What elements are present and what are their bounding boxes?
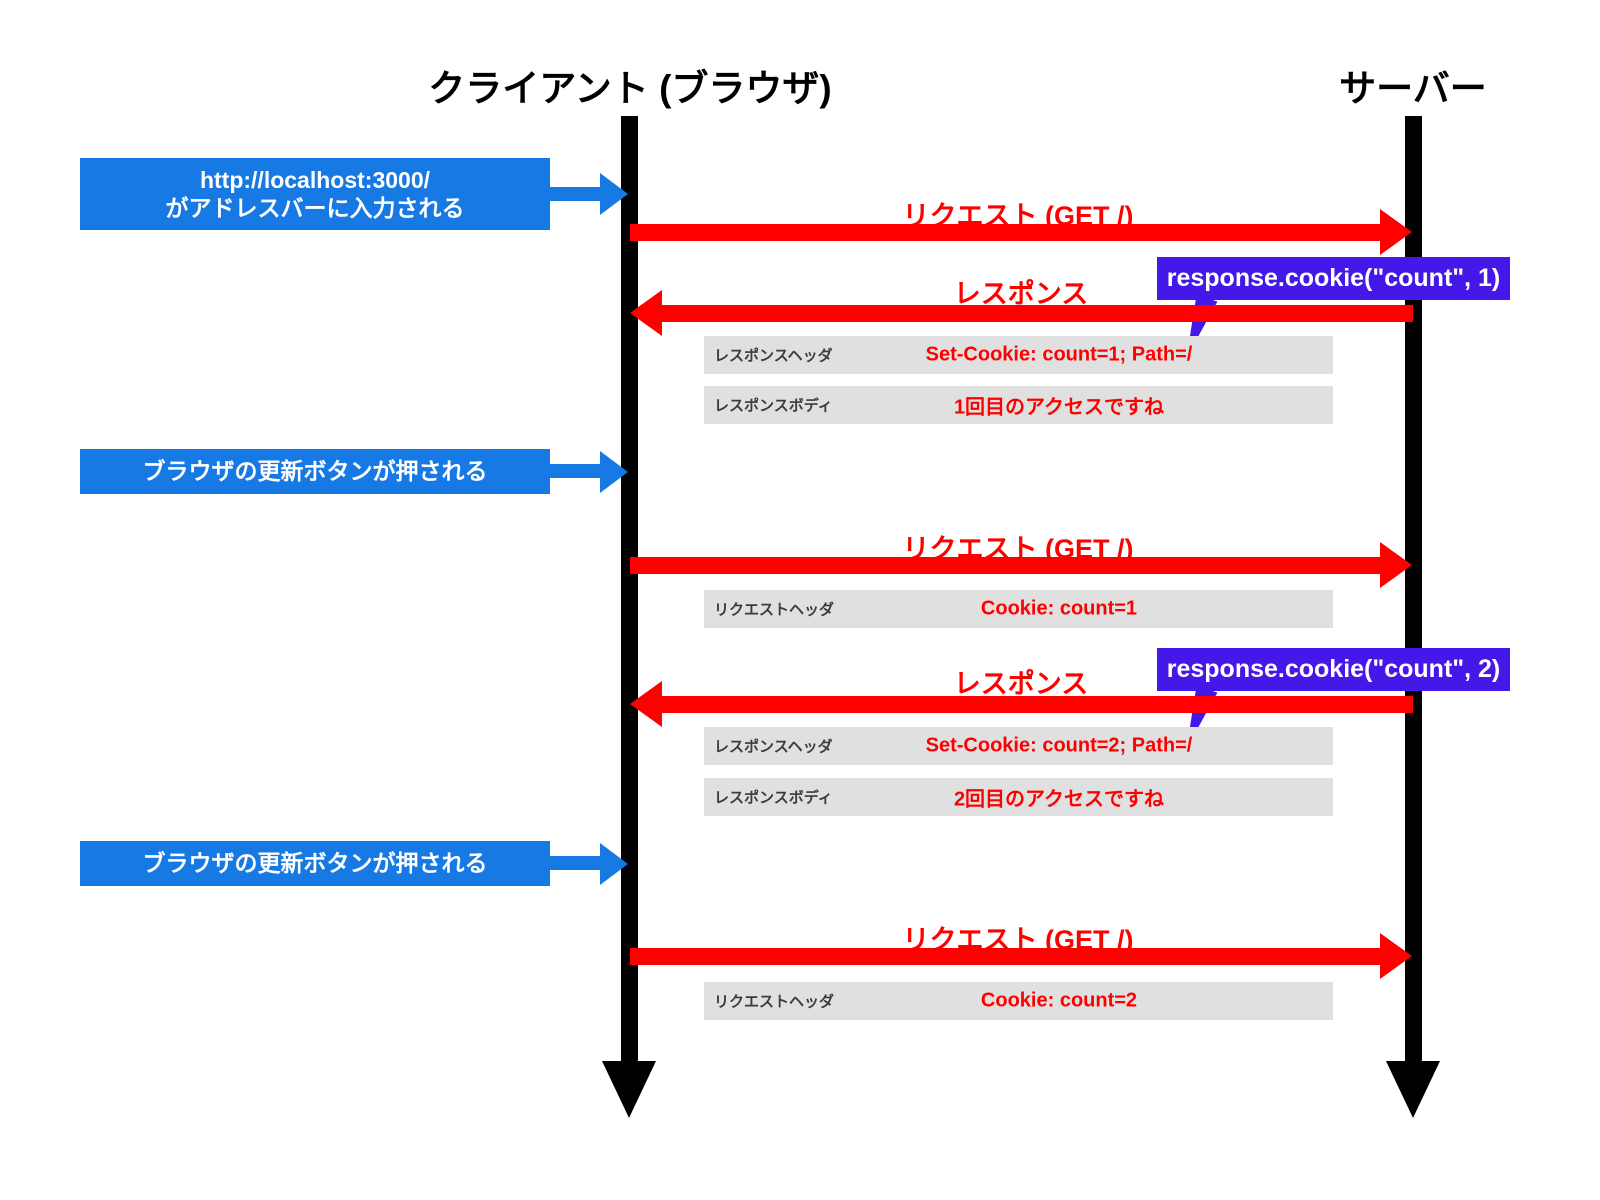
detail-row-label: レスポンスボディ [714,789,833,807]
actor-server-title: サーバー [1339,68,1487,109]
detail-row-value: Cookie: count=1 [980,597,1138,620]
detail-row-value: Set-Cookie: count=1; Path=/ [925,343,1193,366]
event-arrow-stem-2 [550,464,612,478]
detail-row-label: レスポンスヘッダ [714,347,833,365]
detail-row-value: Set-Cookie: count=2; Path=/ [925,734,1193,757]
message-arrowhead-request-3-icon [1380,933,1412,979]
lifeline-client-arrowhead-icon [602,1061,656,1118]
message-arrow-response-2 [662,696,1413,713]
detail-row-request-header-2: リクエストヘッダ Cookie: count=1 [704,590,1333,628]
message-arrowhead-response-2-icon [630,681,662,727]
detail-row-response-body-1: レスポンスボディ 1回目のアクセスですね [704,386,1333,424]
event-box-reload-1: ブラウザの更新ボタンが押される [80,449,550,494]
event-box-reload-1-label: ブラウザの更新ボタンが押される [142,458,488,485]
detail-row-value: 2回目のアクセスですね [953,788,1165,811]
message-arrowhead-request-2-icon [1380,542,1412,588]
callout-response-cookie-2: response.cookie("count", 2) [1157,648,1510,691]
event-arrow-stem-3 [550,856,612,870]
message-arrowhead-request-1-icon [1380,209,1412,255]
lifeline-server-arrowhead-icon [1386,1061,1440,1118]
detail-row-value: Cookie: count=2 [980,989,1138,1012]
event-box-reload-2: ブラウザの更新ボタンが押される [80,841,550,886]
callout-response-cookie-1: response.cookie("count", 1) [1157,257,1510,300]
message-arrow-request-2 [630,557,1382,574]
event-arrow-head-1-icon [600,173,628,215]
lifeline-server [1405,116,1422,1061]
event-arrow-head-2-icon [600,451,628,493]
detail-row-label: リクエストヘッダ [714,993,835,1011]
event-arrow-head-3-icon [600,843,628,885]
detail-row-label: レスポンスヘッダ [714,738,833,756]
event-box-url-line2: がアドレスバーに入力される [165,195,465,221]
event-box-reload-2-label: ブラウザの更新ボタンが押される [142,850,488,877]
detail-row-request-header-3: リクエストヘッダ Cookie: count=2 [704,982,1333,1020]
event-arrow-stem-1 [550,187,612,201]
message-arrow-request-1 [630,224,1382,241]
detail-row-label: リクエストヘッダ [714,601,835,619]
message-label-response-2: レスポンス [953,669,1089,699]
message-arrowhead-response-1-icon [630,290,662,336]
detail-row-response-body-2: レスポンスボディ 2回目のアクセスですね [704,778,1333,816]
event-box-url-line1: http://localhost:3000/ [199,166,431,193]
detail-row-value: 1回目のアクセスですね [953,396,1165,419]
message-label-response-1: レスポンス [953,279,1089,309]
lifeline-client [621,116,638,1061]
message-arrow-response-1 [662,305,1413,322]
detail-row-response-header-1: レスポンスヘッダ Set-Cookie: count=1; Path=/ [704,336,1333,374]
event-box-url-entered: http://localhost:3000/ がアドレスバーに入力される [80,158,550,230]
detail-row-response-header-2: レスポンスヘッダ Set-Cookie: count=2; Path=/ [704,727,1333,765]
detail-row-label: レスポンスボディ [714,397,833,415]
actor-client-title: クライアント (ブラウザ) [428,68,832,109]
message-arrow-request-3 [630,948,1382,965]
